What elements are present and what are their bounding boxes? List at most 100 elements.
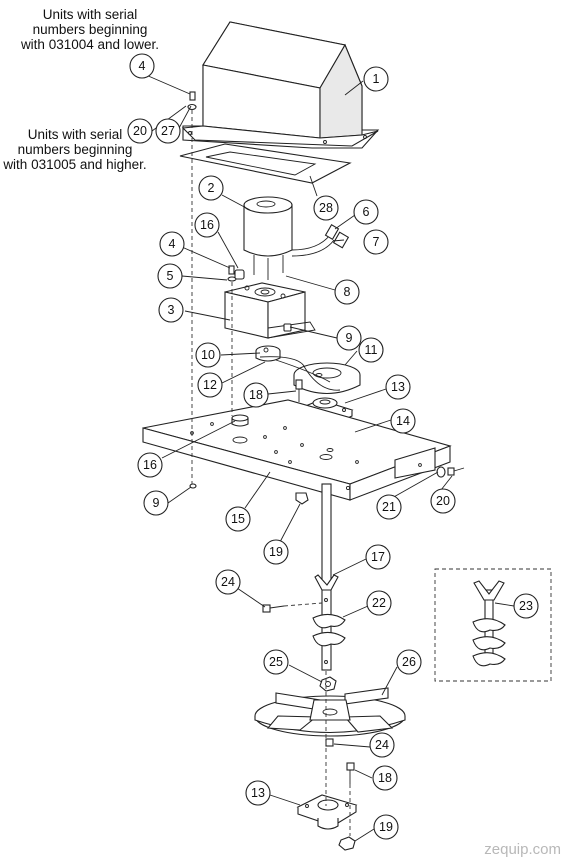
callout-25-label: 25 xyxy=(269,655,283,669)
callout-17-label: 17 xyxy=(371,550,385,564)
note-older-serials: Units with serial numbers beginning with… xyxy=(16,7,164,52)
callout-22: 22 xyxy=(366,590,392,616)
callout-3: 3 xyxy=(158,297,184,323)
callout-9-bracket: 9 xyxy=(336,325,362,351)
callout-1-label: 1 xyxy=(373,72,380,86)
bearing-lower xyxy=(296,794,358,830)
side-hardware xyxy=(436,466,465,478)
callout-8-label: 8 xyxy=(344,285,351,299)
callout-18-lower-label: 18 xyxy=(378,771,392,785)
callout-28: 28 xyxy=(313,195,339,221)
nut-25 xyxy=(319,676,337,692)
callout-19-lower-label: 19 xyxy=(379,820,393,834)
callout-25: 25 xyxy=(263,649,289,675)
hopper-cover xyxy=(181,21,380,149)
note-newer-line-1: Units with serial xyxy=(27,127,123,142)
nut-lower xyxy=(338,836,356,851)
callout-7-label: 7 xyxy=(373,235,380,249)
callout-27-label: 27 xyxy=(161,124,175,138)
callout-21: 21 xyxy=(376,494,402,520)
callout-26-label: 26 xyxy=(402,655,416,669)
callout-9-bracket-label: 9 xyxy=(346,331,353,345)
spinner-disc xyxy=(254,687,406,737)
note-newer-line-3: with 031005 and higher. xyxy=(3,157,147,172)
callout-18-upper-label: 18 xyxy=(249,388,263,402)
pulley-assembly xyxy=(255,345,361,394)
callout-3-label: 3 xyxy=(168,303,175,317)
callout-10-label: 10 xyxy=(201,348,215,362)
callout-15-label: 15 xyxy=(231,512,245,526)
auger xyxy=(312,613,346,647)
note-older-line-3: with 031004 and lower. xyxy=(20,37,160,52)
bolt-auger xyxy=(262,604,285,613)
callout-2-label: 2 xyxy=(208,181,215,195)
callout-16-upper: 16 xyxy=(194,212,220,238)
callout-14: 14 xyxy=(390,408,416,434)
bolt-lower xyxy=(346,762,355,784)
callout-24-lower-label: 24 xyxy=(375,738,389,752)
callout-27: 27 xyxy=(155,118,181,144)
callout-17: 17 xyxy=(365,544,391,570)
callout-19-upper: 19 xyxy=(263,539,289,565)
bolt-spinner xyxy=(325,738,334,747)
callout-24-lower: 24 xyxy=(369,732,395,758)
callout-18-upper: 18 xyxy=(243,382,269,408)
callout-13-lower: 13 xyxy=(245,780,271,806)
callout-4-top: 4 xyxy=(129,53,155,79)
callout-1: 1 xyxy=(363,66,389,92)
callout-13-upper: 13 xyxy=(385,374,411,400)
callout-19-upper-label: 19 xyxy=(269,545,283,559)
inset-auger-detail xyxy=(472,580,506,667)
callout-28-label: 28 xyxy=(319,201,333,215)
bracket-hardware xyxy=(227,265,292,332)
motor-bracket xyxy=(224,282,316,339)
callout-6: 6 xyxy=(353,199,379,225)
callout-4-bracket-label: 4 xyxy=(169,237,176,251)
callout-15: 15 xyxy=(225,506,251,532)
callout-8: 8 xyxy=(334,279,360,305)
note-older-line-2: numbers beginning xyxy=(32,22,148,37)
callout-16-lower-label: 16 xyxy=(143,458,157,472)
note-older-line-1: Units with serial xyxy=(42,7,138,22)
gasket xyxy=(179,143,352,184)
callout-12-label: 12 xyxy=(203,378,217,392)
callout-20-top-label: 20 xyxy=(133,124,147,138)
callout-20-top: 20 xyxy=(127,118,153,144)
callout-18-lower: 18 xyxy=(372,765,398,791)
callout-5: 5 xyxy=(157,263,183,289)
bushing xyxy=(231,414,249,427)
callout-16-lower: 16 xyxy=(137,452,163,478)
callout-10: 10 xyxy=(195,342,221,368)
callout-24-upper: 24 xyxy=(215,569,241,595)
callout-9-left-label: 9 xyxy=(153,496,160,510)
callout-5-label: 5 xyxy=(167,269,174,283)
callout-4-top-label: 4 xyxy=(139,59,146,73)
callout-20-side: 20 xyxy=(430,488,456,514)
callout-21-label: 21 xyxy=(382,500,396,514)
note-newer-serials: Units with serial numbers beginning with… xyxy=(0,127,154,172)
callout-22-label: 22 xyxy=(372,596,386,610)
callout-11: 11 xyxy=(358,337,384,363)
bolt-upper xyxy=(295,379,303,402)
callout-23-label: 23 xyxy=(519,599,533,613)
callout-7: 7 xyxy=(363,229,389,255)
callout-13-upper-label: 13 xyxy=(391,380,405,394)
callout-11-label: 11 xyxy=(365,343,378,357)
callout-16-upper-label: 16 xyxy=(200,218,214,232)
callout-14-label: 14 xyxy=(396,414,410,428)
callout-23: 23 xyxy=(513,593,539,619)
callout-2: 2 xyxy=(198,175,224,201)
note-newer-line-2: numbers beginning xyxy=(17,142,133,157)
callout-13-lower-label: 13 xyxy=(251,786,265,800)
agitator-shaft xyxy=(314,483,339,671)
callout-19-lower: 19 xyxy=(373,814,399,840)
callout-6-label: 6 xyxy=(363,205,370,219)
motor xyxy=(243,196,350,280)
main-plate xyxy=(142,399,452,501)
callout-12: 12 xyxy=(197,372,223,398)
alignment-lines xyxy=(191,110,552,836)
nut-under-plate xyxy=(295,492,309,505)
callout-9-left: 9 xyxy=(143,490,169,516)
callout-26: 26 xyxy=(396,649,422,675)
